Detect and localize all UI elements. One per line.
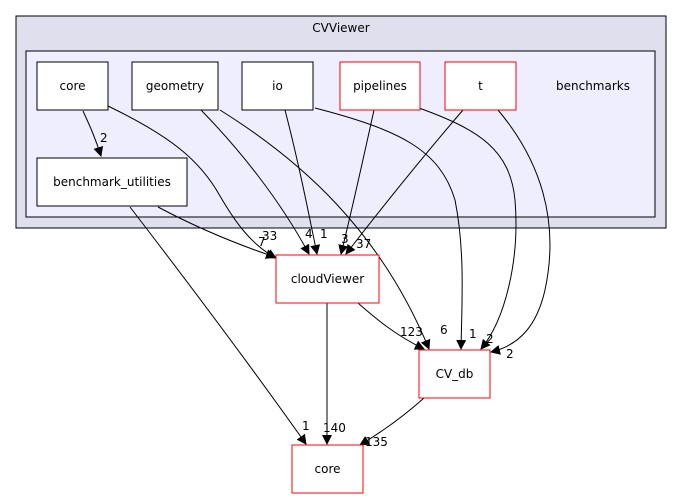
edge-io-to-cloudviewer[interactable] (284, 109, 321, 255)
edge-t-to-cloudviewer[interactable] (345, 109, 464, 255)
edges: 2 7 33 4 1 3 37 6 1 2 2 123 (82, 105, 551, 449)
edge-label-benchmark-utilities-to-core: 1 (302, 419, 310, 433)
edge-pipelines-to-cvdb[interactable] (418, 107, 517, 350)
edge-label-cloudviewer-to-cvdb: 123 (400, 325, 423, 339)
edge-benchmark-utilities-to-core[interactable] (129, 206, 307, 445)
node-t-label: t (478, 79, 483, 93)
node-core-outer[interactable]: core (291, 444, 364, 494)
node-pipelines[interactable]: pipelines (339, 61, 421, 111)
node-geometry[interactable]: geometry (131, 61, 219, 111)
node-benchmark-utilities[interactable]: benchmark_utilities (36, 157, 188, 207)
node-core-outer-label: core (315, 462, 341, 476)
edge-geometry-to-cloudviewer[interactable] (200, 109, 310, 255)
node-core-inner-box (36, 61, 109, 111)
node-cvdb-box (418, 349, 491, 399)
edge-label-core-to-cloudviewer: 33 (262, 229, 277, 243)
node-benchmark-utilities-box (36, 157, 188, 207)
edge-pipelines-to-cloudviewer[interactable] (338, 109, 375, 255)
edge-cvdb-to-core[interactable] (359, 397, 425, 446)
node-pipelines-box (339, 61, 421, 111)
edge-label-cloudviewer-to-core: 140 (323, 421, 346, 435)
cluster-benchmarks-label: benchmarks (556, 79, 630, 93)
edge-label-cvdb-to-core: 135 (365, 435, 388, 449)
edge-core-to-benchmark-utilities[interactable] (82, 110, 104, 157)
node-core-inner[interactable]: core (36, 61, 109, 111)
node-io[interactable]: io (241, 61, 314, 111)
edge-label-core-to-benchmark-utilities: 2 (100, 131, 108, 145)
node-cloudviewer[interactable]: cloudViewer (275, 254, 380, 304)
node-cvdb[interactable]: CV_db (418, 349, 491, 399)
edge-label-io-to-cloudviewer: 1 (320, 227, 328, 241)
node-t-box (444, 61, 517, 111)
node-io-label: io (272, 79, 283, 93)
edge-io-to-cvdb[interactable] (314, 107, 467, 350)
edge-label-geometry-to-cloudviewer: 4 (305, 227, 313, 241)
edge-label-io-to-cvdb: 1 (469, 327, 477, 341)
node-pipelines-label: pipelines (353, 79, 407, 93)
edge-cloudviewer-to-cvdb[interactable] (357, 302, 425, 350)
node-benchmark-utilities-label: benchmark_utilities (53, 175, 171, 189)
edge-core-to-cloudviewer[interactable] (107, 105, 277, 259)
edge-t-to-cvdb[interactable] (490, 109, 551, 355)
edge-label-benchmark-utilities-to-cloudviewer: 7 (258, 235, 266, 249)
edge-benchmark-utilities-to-cloudviewer[interactable] (157, 206, 276, 259)
node-cloudviewer-label: cloudViewer (291, 272, 364, 286)
edge-geometry-to-cvdb[interactable] (219, 109, 431, 350)
cluster-cvviewer-label: CVViewer (312, 21, 369, 35)
node-cvdb-label: CV_db (436, 367, 474, 381)
node-core-outer-box (291, 444, 364, 494)
node-io-box (241, 61, 314, 111)
node-geometry-label: geometry (146, 79, 204, 93)
node-cloudviewer-box (275, 254, 380, 304)
node-t[interactable]: t (444, 61, 517, 111)
edge-label-pipelines-to-cvdb: 2 (486, 332, 494, 346)
edge-label-geometry-to-cvdb: 6 (440, 323, 448, 337)
edge-label-pipelines-to-cloudviewer: 3 (341, 232, 349, 246)
edge-label-t-to-cvdb: 2 (506, 347, 514, 361)
node-geometry-box (131, 61, 219, 111)
edge-label-t-to-cloudviewer: 37 (356, 237, 371, 251)
node-core-inner-label: core (60, 79, 86, 93)
